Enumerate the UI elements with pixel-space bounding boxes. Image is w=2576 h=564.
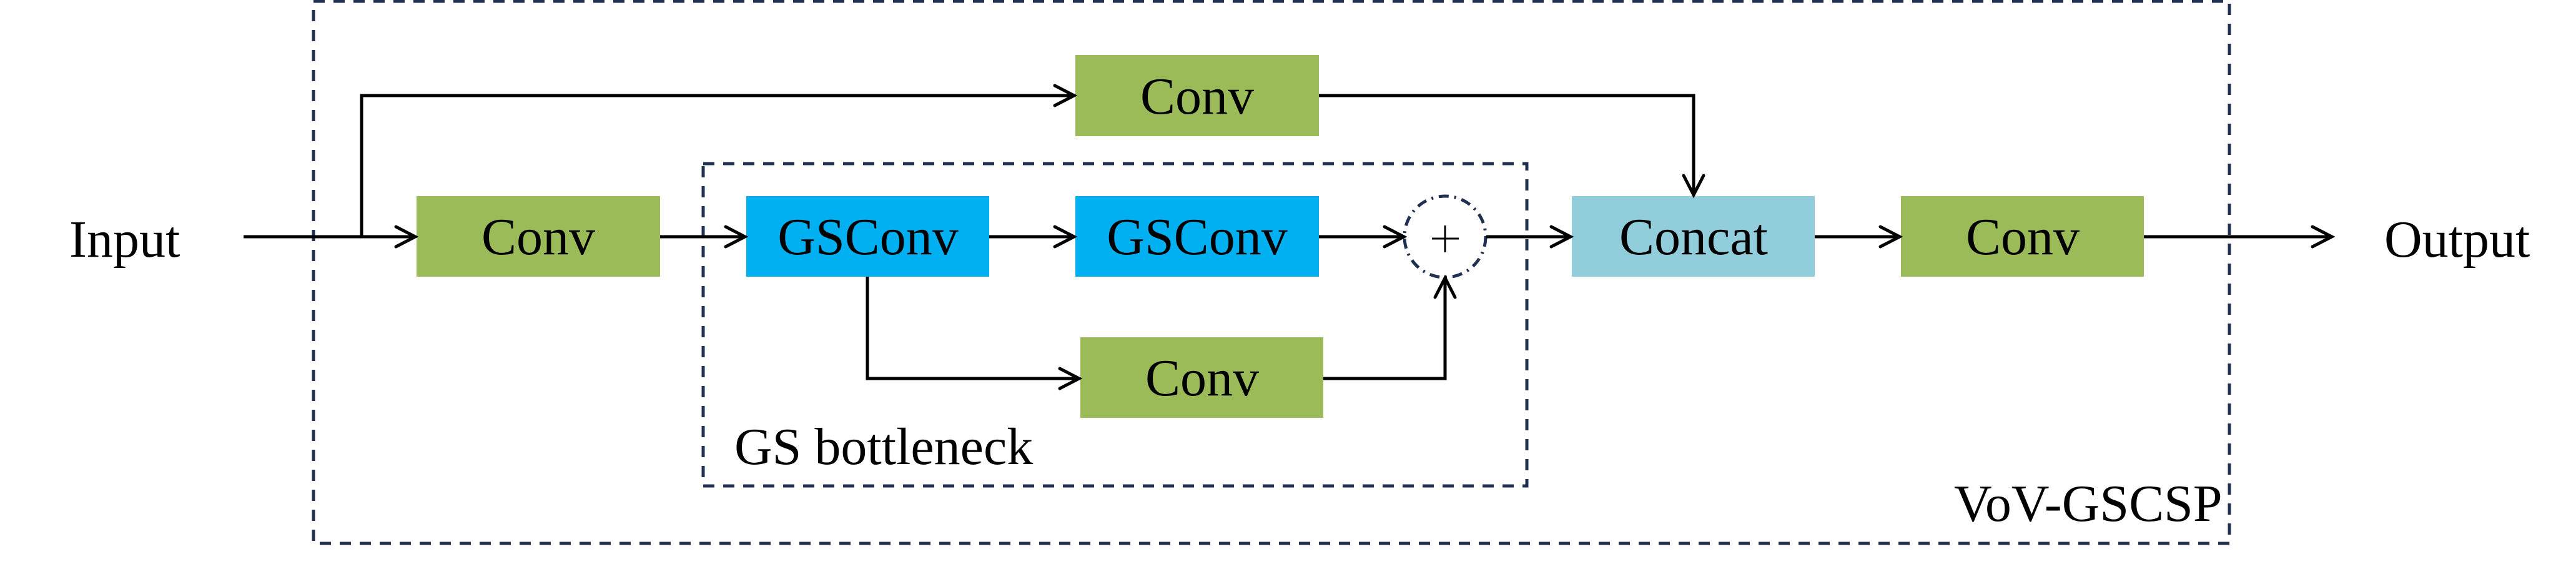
conv-output-rect xyxy=(1901,196,2144,277)
arrowhead-icon xyxy=(1433,274,1457,299)
conv-output-text: Conv xyxy=(1966,208,2080,266)
gsconv-1-rect xyxy=(746,196,989,277)
conv-shortcut-rect xyxy=(1080,337,1323,418)
arrowhead-icon xyxy=(1682,174,1705,199)
gs-bottleneck-label: GS bottleneck xyxy=(734,418,1033,476)
connections xyxy=(244,84,2336,390)
edge-conv-skip-concat xyxy=(1319,94,1695,195)
arrowhead-icon xyxy=(1053,225,1078,249)
input-label: Input xyxy=(69,210,180,269)
vov-gscsp-container xyxy=(312,0,2231,545)
arrowhead-icon xyxy=(1383,225,1408,249)
gsconv-1-text: GSConv xyxy=(777,208,958,266)
arrowhead-icon xyxy=(1549,225,1574,249)
gsconv-2-text: GSConv xyxy=(1107,208,1287,266)
concat-text: Concat xyxy=(1619,208,1768,266)
gsconv-2-rect xyxy=(1075,196,1319,277)
edge-conv-shortcut-add xyxy=(1323,278,1447,380)
conv-skip-text: Conv xyxy=(1140,67,1254,126)
arrowhead-icon xyxy=(1058,367,1083,390)
conv-input-text: Conv xyxy=(481,208,595,266)
arrowhead-icon xyxy=(724,225,749,249)
arrowhead-icon xyxy=(1878,225,1903,249)
arrowhead-icon xyxy=(394,225,419,249)
arrowhead-icon xyxy=(2311,225,2336,249)
vov-gscsp-label: VoV-GSCSP xyxy=(1954,475,2223,533)
add-node xyxy=(1403,194,1488,279)
edge-gsconv1-conv-shortcut xyxy=(866,277,1079,380)
gsconv-2-block: GSConv xyxy=(1075,196,1319,277)
conv-shortcut-text: Conv xyxy=(1145,349,1259,407)
edge-input-conv-skip xyxy=(360,94,1074,238)
conv-input-rect xyxy=(417,196,660,277)
gs-bottleneck-container xyxy=(701,162,1529,488)
conv-output-block: Conv xyxy=(1901,196,2144,277)
arrowhead-icon xyxy=(1053,84,1078,107)
conv-skip-rect xyxy=(1075,55,1319,136)
conv-skip-block: Conv xyxy=(1075,55,1319,136)
concat-rect xyxy=(1572,196,1815,277)
conv-shortcut-block: Conv xyxy=(1080,337,1323,418)
conv-input-block: Conv xyxy=(417,196,660,277)
gsconv-1-block: GSConv xyxy=(746,196,989,277)
concat-block: Concat xyxy=(1572,196,1815,277)
output-label: Output xyxy=(2384,210,2530,269)
